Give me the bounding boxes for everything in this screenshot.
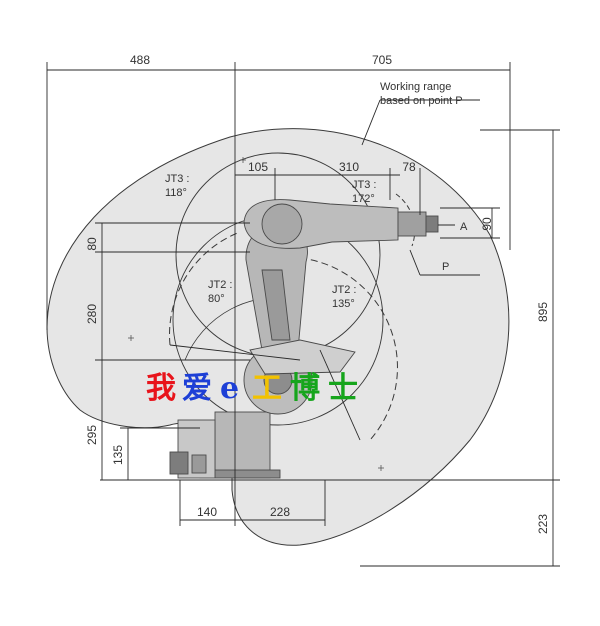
dim-105: 105 bbox=[248, 160, 268, 174]
watermark-char: 士 bbox=[328, 371, 358, 406]
robot-arm bbox=[169, 199, 439, 479]
watermark-char: 我 bbox=[146, 371, 176, 406]
jt2-rear-label-line2: 80° bbox=[208, 293, 225, 305]
dim-310: 310 bbox=[339, 160, 359, 174]
dim-295: 295 bbox=[85, 425, 99, 445]
robot-cable-block-detail bbox=[191, 454, 207, 474]
jt2-rear-arc bbox=[169, 231, 241, 346]
dim-78: 78 bbox=[402, 160, 416, 174]
dim-135: 135 bbox=[111, 445, 125, 465]
dim-223: 223 bbox=[536, 514, 550, 534]
point-p-label: P bbox=[442, 261, 449, 273]
working-range-label-line2: based on point P bbox=[380, 95, 463, 107]
dimension-lines bbox=[46, 62, 560, 567]
dim-228: 228 bbox=[270, 505, 290, 519]
watermark-char: 博 bbox=[290, 371, 320, 406]
jt3-front-label-line1: JT3 : bbox=[352, 179, 376, 191]
robot-controller-box bbox=[177, 419, 216, 479]
jt3-upper-label-line1: JT3 : bbox=[165, 173, 189, 185]
robot-cable-block bbox=[169, 451, 189, 475]
jt3-front-label-line2: 172° bbox=[352, 193, 375, 205]
jt2-rear-label-line1: JT2 : bbox=[208, 279, 232, 291]
dim-895: 895 bbox=[536, 302, 550, 322]
dim-705: 705 bbox=[372, 53, 392, 67]
watermark-char: e bbox=[220, 371, 239, 406]
point-a-label: A bbox=[460, 221, 468, 233]
robot-lower-arm-shadow bbox=[261, 269, 291, 341]
working-range-label-line1: Working range bbox=[380, 81, 451, 93]
dim-488: 488 bbox=[130, 53, 150, 67]
jt2-front-label-line2: 135° bbox=[332, 298, 355, 310]
robot-elbow-joint bbox=[261, 203, 303, 245]
dim-140: 140 bbox=[197, 505, 217, 519]
dim-80: 80 bbox=[85, 237, 99, 251]
jt3-upper-label-line2: 118° bbox=[165, 187, 187, 199]
dim-280: 280 bbox=[85, 304, 99, 324]
dim-90: 90 bbox=[480, 217, 494, 231]
robot-pedestal-shell bbox=[249, 339, 356, 375]
watermark-char: 爱 bbox=[182, 371, 212, 406]
jt2-front-label-line1: JT2 : bbox=[332, 284, 356, 296]
watermark: 我 爱 e 工 博 士 bbox=[146, 371, 358, 406]
jt3-front-arc bbox=[395, 193, 416, 247]
watermark-char: 工 bbox=[252, 371, 282, 406]
robot-wrist bbox=[397, 211, 427, 237]
reference-marks bbox=[128, 157, 384, 471]
robot-base bbox=[214, 411, 271, 479]
jt2-front-arc bbox=[299, 257, 398, 441]
robot-flange bbox=[425, 215, 439, 233]
